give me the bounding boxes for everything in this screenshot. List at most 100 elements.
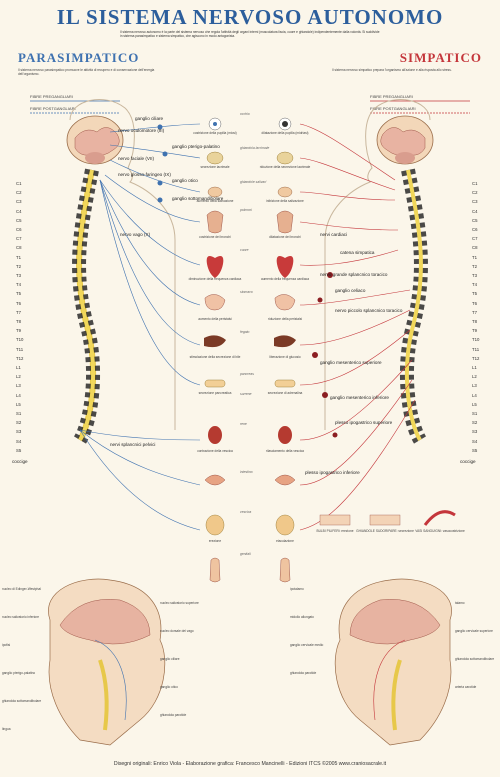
brain-section-right <box>334 578 452 746</box>
effect-caption: eiaculazione <box>276 539 294 543</box>
brain-section-left <box>48 578 166 746</box>
parasympathetic-title: PARASIMPATICO <box>18 50 140 65</box>
vertebra-label: T7 <box>16 309 22 315</box>
vertebra-label: L2 <box>16 374 21 380</box>
vertebra-label: C2 <box>16 190 22 196</box>
nerve-label: nervo oculomotore (III) <box>118 128 165 133</box>
vertebra-label: S1 <box>16 411 22 416</box>
vertebra-label: L2 <box>472 374 477 380</box>
sympathetic-text: Il sistema nervoso simpatico prepara l'o… <box>332 68 452 72</box>
right-spine <box>399 168 428 444</box>
nerve-label: nervi cardiaci <box>320 232 348 237</box>
vertebra-label: S4 <box>16 438 22 444</box>
effect-caption: erezione <box>208 539 222 543</box>
vertebra-label: C1 <box>472 181 478 186</box>
vertebra-label: T6 <box>16 300 22 306</box>
organ-name: polmoni <box>240 208 252 212</box>
brain-label: nucleo di Edinger-Westphal <box>2 587 41 591</box>
brain-label: ghiandola parotide <box>160 713 187 717</box>
brain-label: ganglio cervicale medio <box>290 643 324 647</box>
organ-name: fegato <box>240 330 250 334</box>
ganglion-label: ganglio mesenterico inferiore <box>330 395 389 400</box>
vertebra-label: S4 <box>472 438 478 444</box>
vertebra-label: T9 <box>16 328 22 334</box>
left-spine <box>72 168 101 444</box>
vertebra-label: L1 <box>16 365 21 370</box>
nerve-label: nervo piccolo splancnico toracico <box>335 308 403 313</box>
vertebra-label: T8 <box>16 319 22 324</box>
skin-label: BULBI PILIFERI: erezione <box>316 529 354 533</box>
vertebra-label: C6 <box>16 227 22 232</box>
nerve-label: nervo faciale (VII) <box>118 156 154 161</box>
effect-caption: contrazione della vescica <box>197 449 233 453</box>
brain-label: nucleo dorsale del vago <box>160 629 194 633</box>
organ-name: ghiandole salivari <box>240 180 267 184</box>
vertebra-label: T4 <box>472 282 478 288</box>
brain-label: ganglio ciliare <box>160 657 180 661</box>
parasympathetic-fibres <box>79 123 201 531</box>
brain-label: nucleo salivatorio superiore <box>160 601 199 605</box>
brain-label: nucleo salivatorio inferiore <box>2 615 40 619</box>
vertebra-label: T2 <box>472 263 478 269</box>
vertebra-label: T11 <box>472 346 480 352</box>
organ-name: pancreas <box>240 372 254 376</box>
sympathetic-ganglia <box>312 272 338 438</box>
effect-caption: liberazione di glucosio <box>269 355 301 359</box>
brain-label: ganglio pterigo-palatino <box>2 671 36 675</box>
plexus-label: plesso ipogastrico superiore <box>335 420 393 425</box>
vertebra-label: C6 <box>472 227 478 232</box>
vertebra-label: S3 <box>16 429 22 435</box>
effect-caption: dilatazione della pupilla (midriasi) <box>261 131 309 135</box>
vertebra-label: T10 <box>472 337 480 343</box>
vertebra-label: L3 <box>472 383 477 389</box>
nerve-label: nervo glosso-faringeo (IX) <box>118 172 171 177</box>
ganglion-label: ganglio celiaco <box>335 288 366 293</box>
brain-label: ghiandola parotide <box>290 671 317 675</box>
vertebra-label: S3 <box>472 429 478 435</box>
ganglion-label: ganglio mesenterico superiore <box>320 360 382 365</box>
effect-caption: inibizione della salivazione <box>266 199 304 203</box>
brain-label: ganglio otico <box>160 685 178 689</box>
brain-label: ipofisi <box>2 643 11 647</box>
vertebra-label: T3 <box>16 273 22 278</box>
vertebra-label: T8 <box>472 319 478 324</box>
skin-effectors <box>319 510 456 526</box>
brain-label: ghiandola sottomandibolare <box>2 699 42 703</box>
nerve-label: catena simpatica <box>340 250 375 255</box>
organ-name: ghiandola lacrimale <box>240 146 270 150</box>
vertebra-label: C5 <box>16 217 22 223</box>
ganglion-label: ganglio otico <box>172 178 198 183</box>
intro-text: Il sistema nervoso autonomo è la parte d… <box>120 30 380 39</box>
effect-caption: riduzione della secrezione lacrimale <box>259 165 311 169</box>
vertebra-label: T4 <box>16 282 22 288</box>
vertebra-label: C5 <box>472 217 478 223</box>
vertebra-label: T2 <box>16 263 22 269</box>
organ-name: surrene <box>240 392 252 396</box>
organ-name: stomaco <box>240 290 253 294</box>
skin-label: VASI SANGUIGNI: vasocostrizione <box>415 529 465 533</box>
organ-name: rene <box>240 422 247 426</box>
legend-post-left: FIBRE POSTGANGLIARI <box>30 106 76 111</box>
vertebra-label: C7 <box>472 236 478 242</box>
vertebra-label: T6 <box>472 300 478 306</box>
organ-name: genitali <box>240 552 251 556</box>
vertebra-label: L4 <box>16 392 21 398</box>
organ-name: occhio <box>240 112 250 116</box>
vertebra-label: T12 <box>16 355 24 361</box>
vertebra-label: T1 <box>472 254 478 260</box>
page-title: IL SISTEMA NERVOSO AUTONOMO <box>56 5 444 29</box>
vertebra-label: T1 <box>16 254 22 260</box>
ganglion-label: ganglio pterigo-palatino <box>172 144 220 149</box>
legend-post-right: FIBRE POSTGANGLIARI <box>370 106 416 111</box>
vertebra-label: C7 <box>16 236 22 242</box>
ganglion-label: ganglio ciliare <box>135 116 164 121</box>
vertebra-label: C3 <box>16 199 22 205</box>
effect-caption: riduzione della peristalsi <box>267 317 303 321</box>
effect-caption: aumento della frequenza cardiaca <box>260 277 310 281</box>
vertebra-label: T12 <box>472 355 480 361</box>
vertebra-label: S2 <box>472 420 478 426</box>
vertebra-label: L3 <box>16 383 21 389</box>
ganglion-label: ganglio sottomandibolare <box>172 196 224 201</box>
skin-label: GHIANDOLE SUDORIPARE: secrezione <box>356 529 414 533</box>
